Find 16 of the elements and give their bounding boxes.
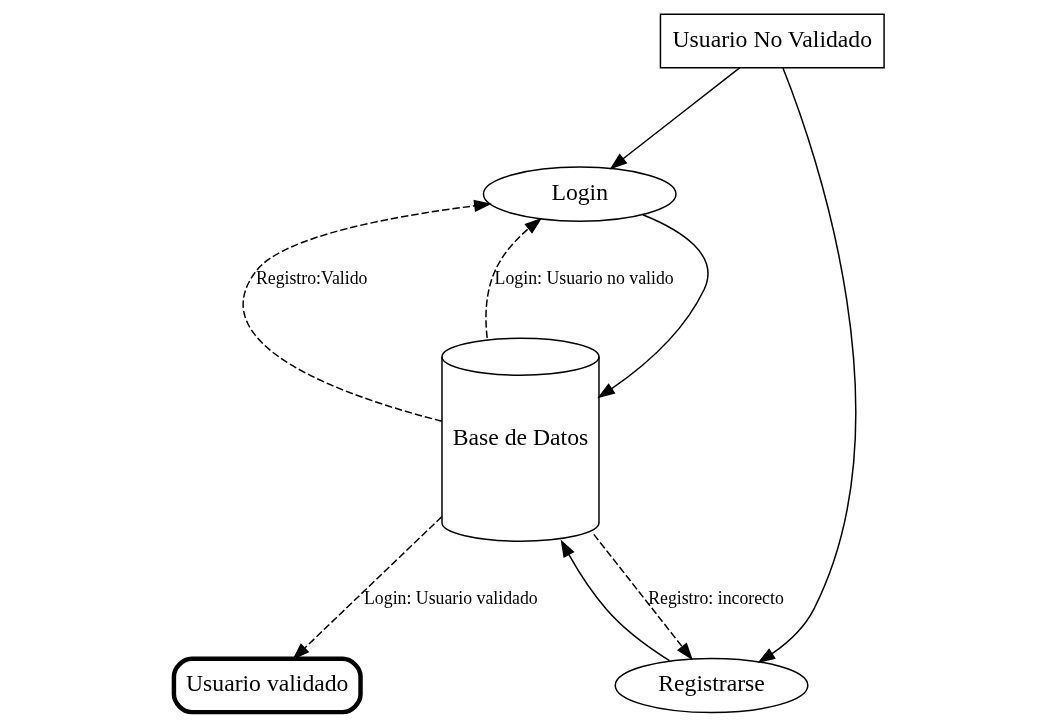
- arrow: [757, 67, 857, 663]
- node-box: Usuario No Validado: [659, 13, 885, 69]
- arrow: [242, 199, 492, 422]
- arrow: [292, 516, 443, 660]
- edge-label: Registro: incorecto: [648, 588, 784, 609]
- node-ellipse: Registrarse: [614, 657, 809, 714]
- arrow: [560, 539, 671, 662]
- arrow: [593, 533, 693, 661]
- arrow: [609, 67, 741, 170]
- edge-label: Login: Usuario no valido: [494, 268, 674, 289]
- node-ellipse: Login: [482, 166, 677, 222]
- arrow: [485, 217, 543, 339]
- edge-label: Registro:Valido: [255, 268, 368, 289]
- node-box: Usuario validado: [171, 656, 363, 715]
- arrow: [597, 213, 709, 399]
- edge-label: Login: Usuario validado: [364, 588, 538, 609]
